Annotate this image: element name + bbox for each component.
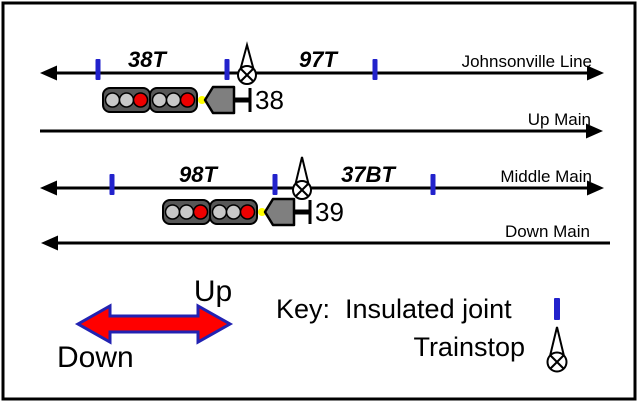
signal-body: [203, 85, 236, 115]
key-trainstop-label: Trainstop: [413, 332, 525, 362]
signal-lamp-grey: [178, 204, 195, 220]
trainstop-icon: [546, 326, 568, 373]
insulated-joint-icon: [95, 59, 101, 80]
track-johnsonville: 38T 97T Johnsonville Line: [40, 41, 604, 85]
insulated-joint-icon: [272, 174, 278, 195]
key-title: Key:: [276, 294, 330, 324]
signal-38: 38: [102, 85, 284, 115]
trainstop-spike: [549, 326, 565, 355]
signal-lamp-red: [192, 204, 209, 220]
arrowhead-right-icon: [587, 180, 604, 196]
insulated-joint-icon: [430, 174, 436, 195]
direction-down-label: Down: [57, 341, 134, 374]
signal-lamp-red: [179, 92, 196, 108]
trainstop-spike: [294, 156, 310, 185]
insulated-joint-icon: [372, 59, 378, 80]
direction-legend: Up Down: [57, 275, 234, 374]
trainstop-icon: [237, 41, 257, 85]
track-middle-main: 98T 37BT Middle Main: [40, 156, 604, 200]
circuit-label-37BT: 37BT: [341, 162, 396, 187]
key-legend: Key: Insulated joint Trainstop: [276, 294, 568, 373]
signal-lamp-grey: [164, 204, 181, 220]
signal-lamp-red: [239, 204, 256, 220]
signal-marker-dot: [198, 96, 206, 104]
signal-39: 39: [162, 197, 344, 227]
signal-body: [263, 197, 296, 227]
signal-lamp-grey: [211, 204, 228, 220]
signal-number: 39: [315, 197, 344, 227]
circuit-label-98T: 98T: [179, 162, 218, 187]
arrowhead-left-icon: [41, 235, 58, 251]
key-insulated-joint-label: Insulated joint: [345, 294, 512, 324]
circuit-label-97T: 97T: [299, 47, 338, 72]
arrowhead-left-icon: [40, 65, 57, 81]
trainstop-cross-line: [549, 354, 565, 370]
track-up-main: Up Main: [40, 110, 603, 139]
signal-lamp-grey: [118, 92, 135, 108]
arrowhead-right-icon: [587, 65, 604, 81]
track-name-label: Down Main: [505, 222, 590, 241]
track-name-label: Middle Main: [500, 167, 592, 186]
track-down-main: Down Main: [41, 222, 610, 251]
signal-lamp-grey: [165, 92, 182, 108]
track-name-label: Johnsonville Line: [462, 52, 592, 71]
signal-lamp-grey: [225, 204, 242, 220]
trainstop-icon: [292, 156, 312, 200]
signal-marker-dot: [258, 208, 266, 216]
direction-up-label: Up: [194, 275, 232, 308]
trainstop-cross-line: [240, 68, 254, 82]
signal-lamp-grey: [151, 92, 168, 108]
direction-arrow-icon: [74, 303, 234, 345]
arrowhead-right-icon: [586, 123, 603, 139]
circuit-label-38T: 38T: [128, 47, 167, 72]
signal-lamp-red: [132, 92, 149, 108]
insulated-joint-icon: [109, 174, 115, 195]
signal-number: 38: [255, 85, 284, 115]
trainstop-cross-line: [295, 183, 309, 197]
track-name-label: Up Main: [528, 110, 591, 129]
arrowhead-left-icon: [40, 180, 57, 196]
insulated-joint-icon: [224, 59, 230, 80]
insulated-joint-icon: [554, 298, 560, 320]
signal-lamp-grey: [104, 92, 121, 108]
